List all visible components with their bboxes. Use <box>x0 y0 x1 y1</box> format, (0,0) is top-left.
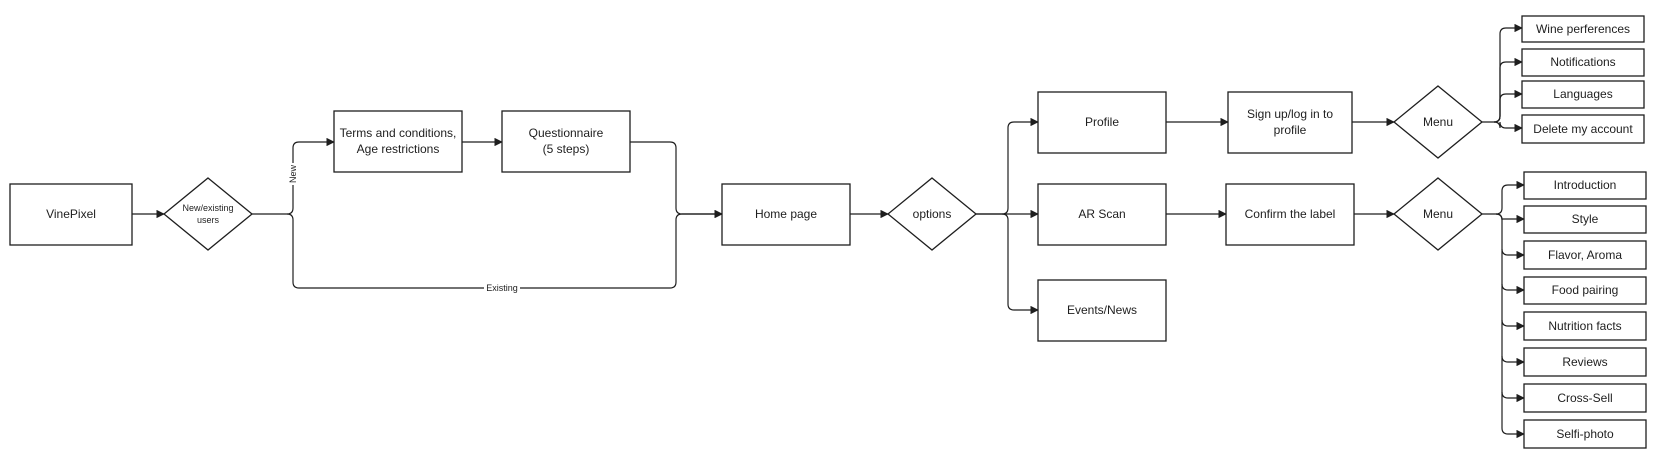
edge-menu2-to-nutrition <box>1501 319 1525 331</box>
node-questionnaire[interactable]: Questionnaire (5 steps) <box>501 110 631 173</box>
decision-menu-profile[interactable]: Menu <box>1392 85 1484 159</box>
menu-item-selfi-photo-label: Selfi-photo <box>1556 427 1614 441</box>
edge-questionnaire-to-home <box>630 141 723 219</box>
menu-item-food-pairing-label: Food pairing <box>1552 283 1619 297</box>
menu-item-nutrition-facts[interactable]: Nutrition facts <box>1523 311 1647 341</box>
menu-item-delete-account-label: Delete my account <box>1533 122 1633 136</box>
menu-item-languages-label: Languages <box>1553 87 1612 101</box>
node-profile-label: Profile <box>1085 115 1119 129</box>
node-home-label: Home page <box>755 207 817 221</box>
menu-item-reviews-label: Reviews <box>1562 355 1607 369</box>
decision-options-label: options <box>913 207 952 221</box>
decision-new-existing-line2: users <box>197 215 220 225</box>
node-terms[interactable]: Terms and conditions, Age restrictions <box>333 110 463 173</box>
edge-label-new-text: New <box>288 165 298 184</box>
node-terms-line2: Age restrictions <box>357 142 440 156</box>
node-ar-scan-label: AR Scan <box>1078 207 1125 221</box>
menu-item-introduction-label: Introduction <box>1554 178 1617 192</box>
menu-item-flavor-aroma-label: Flavor, Aroma <box>1548 248 1622 262</box>
node-events-label: Events/News <box>1067 303 1137 317</box>
edge-label-existing: Existing <box>484 282 520 294</box>
menu-item-introduction[interactable]: Introduction <box>1523 171 1647 200</box>
node-events[interactable]: Events/News <box>1037 279 1167 342</box>
decision-menu-scan-label: Menu <box>1423 207 1453 221</box>
node-profile[interactable]: Profile <box>1037 91 1167 154</box>
edge-label-new: New <box>287 163 299 185</box>
node-terms-line1: Terms and conditions, <box>340 126 457 140</box>
decision-menu-profile-label: Menu <box>1423 115 1453 129</box>
scan-menu-items: Introduction Style Flavor, Aroma Food pa… <box>1523 171 1647 449</box>
menu-item-style[interactable]: Style <box>1523 205 1647 234</box>
menu-item-style-label: Style <box>1572 212 1599 226</box>
menu-item-delete-account[interactable]: Delete my account <box>1521 114 1645 144</box>
node-confirm-label: Confirm the label <box>1245 207 1336 221</box>
menu-item-notifications-label: Notifications <box>1550 55 1615 69</box>
edge-options-to-profile <box>976 117 1039 215</box>
menu-item-reviews[interactable]: Reviews <box>1523 347 1647 377</box>
edge-menu2-to-flavor <box>1501 248 1525 260</box>
node-signup-line2: profile <box>1274 123 1307 137</box>
edge-existing <box>286 209 723 289</box>
profile-menu-items: Wine perferences Notifications Languages… <box>1521 15 1645 144</box>
edge-menu-to-wine <box>1482 23 1523 123</box>
edge-label-existing-text: Existing <box>486 283 518 293</box>
node-confirm[interactable]: Confirm the label <box>1225 183 1355 246</box>
edge-menu2-to-introduction <box>1482 180 1525 215</box>
menu-item-nutrition-facts-label: Nutrition facts <box>1548 319 1621 333</box>
menu-item-languages[interactable]: Languages <box>1521 80 1645 109</box>
menu-item-selfi-photo[interactable]: Selfi-photo <box>1523 419 1647 449</box>
menu-item-wine-preferences-label: Wine perferences <box>1536 22 1630 36</box>
edge-menu2-trunk <box>1495 213 1525 439</box>
edge-options-to-events <box>1001 213 1039 315</box>
edge-menu2-to-reviews <box>1501 355 1525 367</box>
decision-new-existing-line1: New/existing <box>182 203 233 213</box>
menu-item-cross-sell[interactable]: Cross-Sell <box>1523 383 1647 413</box>
menu-item-cross-sell-label: Cross-Sell <box>1557 391 1612 405</box>
node-ar-scan[interactable]: AR Scan <box>1037 183 1167 246</box>
edge-menu-to-notifications <box>1493 57 1523 123</box>
node-vinepixel[interactable]: VinePixel <box>9 183 133 246</box>
edges: New Existing <box>132 23 1525 439</box>
decision-options[interactable]: options <box>886 177 978 251</box>
node-questionnaire-line2: (5 steps) <box>543 142 590 156</box>
node-home[interactable]: Home page <box>721 183 851 246</box>
decision-new-existing[interactable]: New/existing users <box>162 177 254 251</box>
node-signup[interactable]: Sign up/log in to profile <box>1227 91 1353 154</box>
node-signup-line1: Sign up/log in to <box>1247 107 1333 121</box>
menu-item-wine-preferences[interactable]: Wine perferences <box>1521 15 1645 43</box>
edge-menu2-to-crosssell <box>1501 391 1525 403</box>
menu-item-notifications[interactable]: Notifications <box>1521 48 1645 77</box>
decision-menu-scan[interactable]: Menu <box>1392 177 1484 251</box>
edge-menu-to-languages <box>1493 89 1523 123</box>
menu-item-flavor-aroma[interactable]: Flavor, Aroma <box>1523 240 1647 270</box>
node-questionnaire-line1: Questionnaire <box>529 126 604 140</box>
node-vinepixel-label: VinePixel <box>46 207 96 221</box>
edge-menu-to-delete <box>1493 121 1523 133</box>
edge-menu2-to-food <box>1501 283 1525 295</box>
menu-item-food-pairing[interactable]: Food pairing <box>1523 276 1647 305</box>
